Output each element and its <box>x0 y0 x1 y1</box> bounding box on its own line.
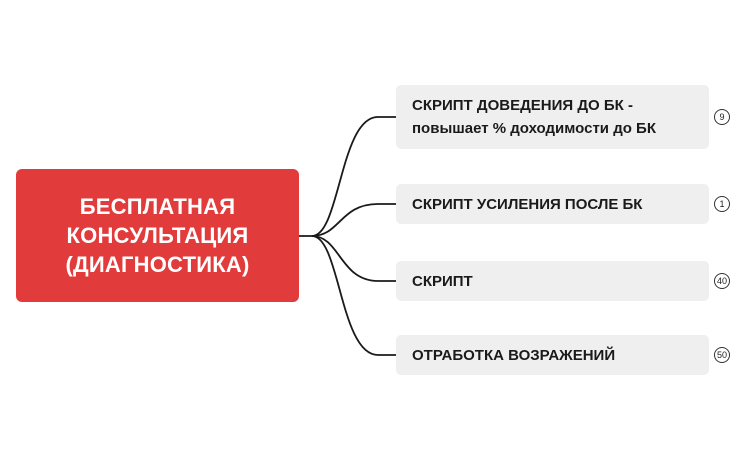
subtopic-count-badge[interactable]: 1 <box>714 196 730 212</box>
central-topic-title: БЕСПЛАТНАЯ КОНСУЛЬТАЦИЯ (ДИАГНОСТИКА) <box>65 194 250 277</box>
topic-label: СКРИПТ УСИЛЕНИЯ ПОСЛЕ БК <box>412 195 643 213</box>
topic-label: ОТРАБОТКА ВОЗРАЖЕНИЙ <box>412 346 616 364</box>
connector-topic-4 <box>311 235 396 356</box>
subtopic-count-badge[interactable]: 9 <box>714 109 730 125</box>
topic-objection-handling[interactable]: ОТРАБОТКА ВОЗРАЖЕНИЙ <box>396 335 709 375</box>
topic-script-to-bk[interactable]: СКРИПТ ДОВЕДЕНИЯ ДО БК - повышает % дохо… <box>396 85 709 149</box>
subtopic-count-badge[interactable]: 50 <box>714 347 731 363</box>
connector-topic-2 <box>311 203 396 237</box>
central-topic[interactable]: БЕСПЛАТНАЯ КОНСУЛЬТАЦИЯ (ДИАГНОСТИКА) <box>16 169 299 302</box>
connector-topic-1 <box>299 116 396 237</box>
subtopic-count-badge[interactable]: 40 <box>714 273 731 289</box>
connector-topic-3 <box>311 235 396 282</box>
topic-label: СКРИПТ ДОВЕДЕНИЯ ДО БК - повышает % дохо… <box>412 97 656 137</box>
topic-label: СКРИПТ <box>412 272 473 290</box>
topic-script-after-bk[interactable]: СКРИПТ УСИЛЕНИЯ ПОСЛЕ БК <box>396 184 709 224</box>
topic-script[interactable]: СКРИПТ <box>396 261 709 301</box>
